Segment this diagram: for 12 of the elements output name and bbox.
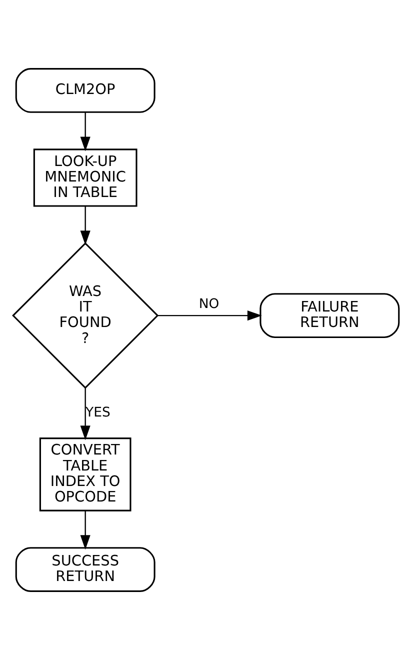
node-box: FAILURE RETURN xyxy=(260,292,400,338)
arrow xyxy=(80,388,90,440)
arrow xyxy=(80,510,90,550)
edge-label: NO xyxy=(198,296,220,312)
arrow xyxy=(80,112,90,151)
node-box: LOOK-UP MNEMONIC IN TABLE xyxy=(33,148,138,206)
node-box: SUCCESS RETURN xyxy=(15,546,156,592)
node-box: CONVERT TABLE INDEX TO OPCODE xyxy=(39,437,132,511)
node-diamond: WAS IT FOUND ? xyxy=(12,242,159,388)
node-box: CLM2OP xyxy=(15,68,156,112)
arrow xyxy=(158,310,262,320)
arrow xyxy=(80,206,90,245)
